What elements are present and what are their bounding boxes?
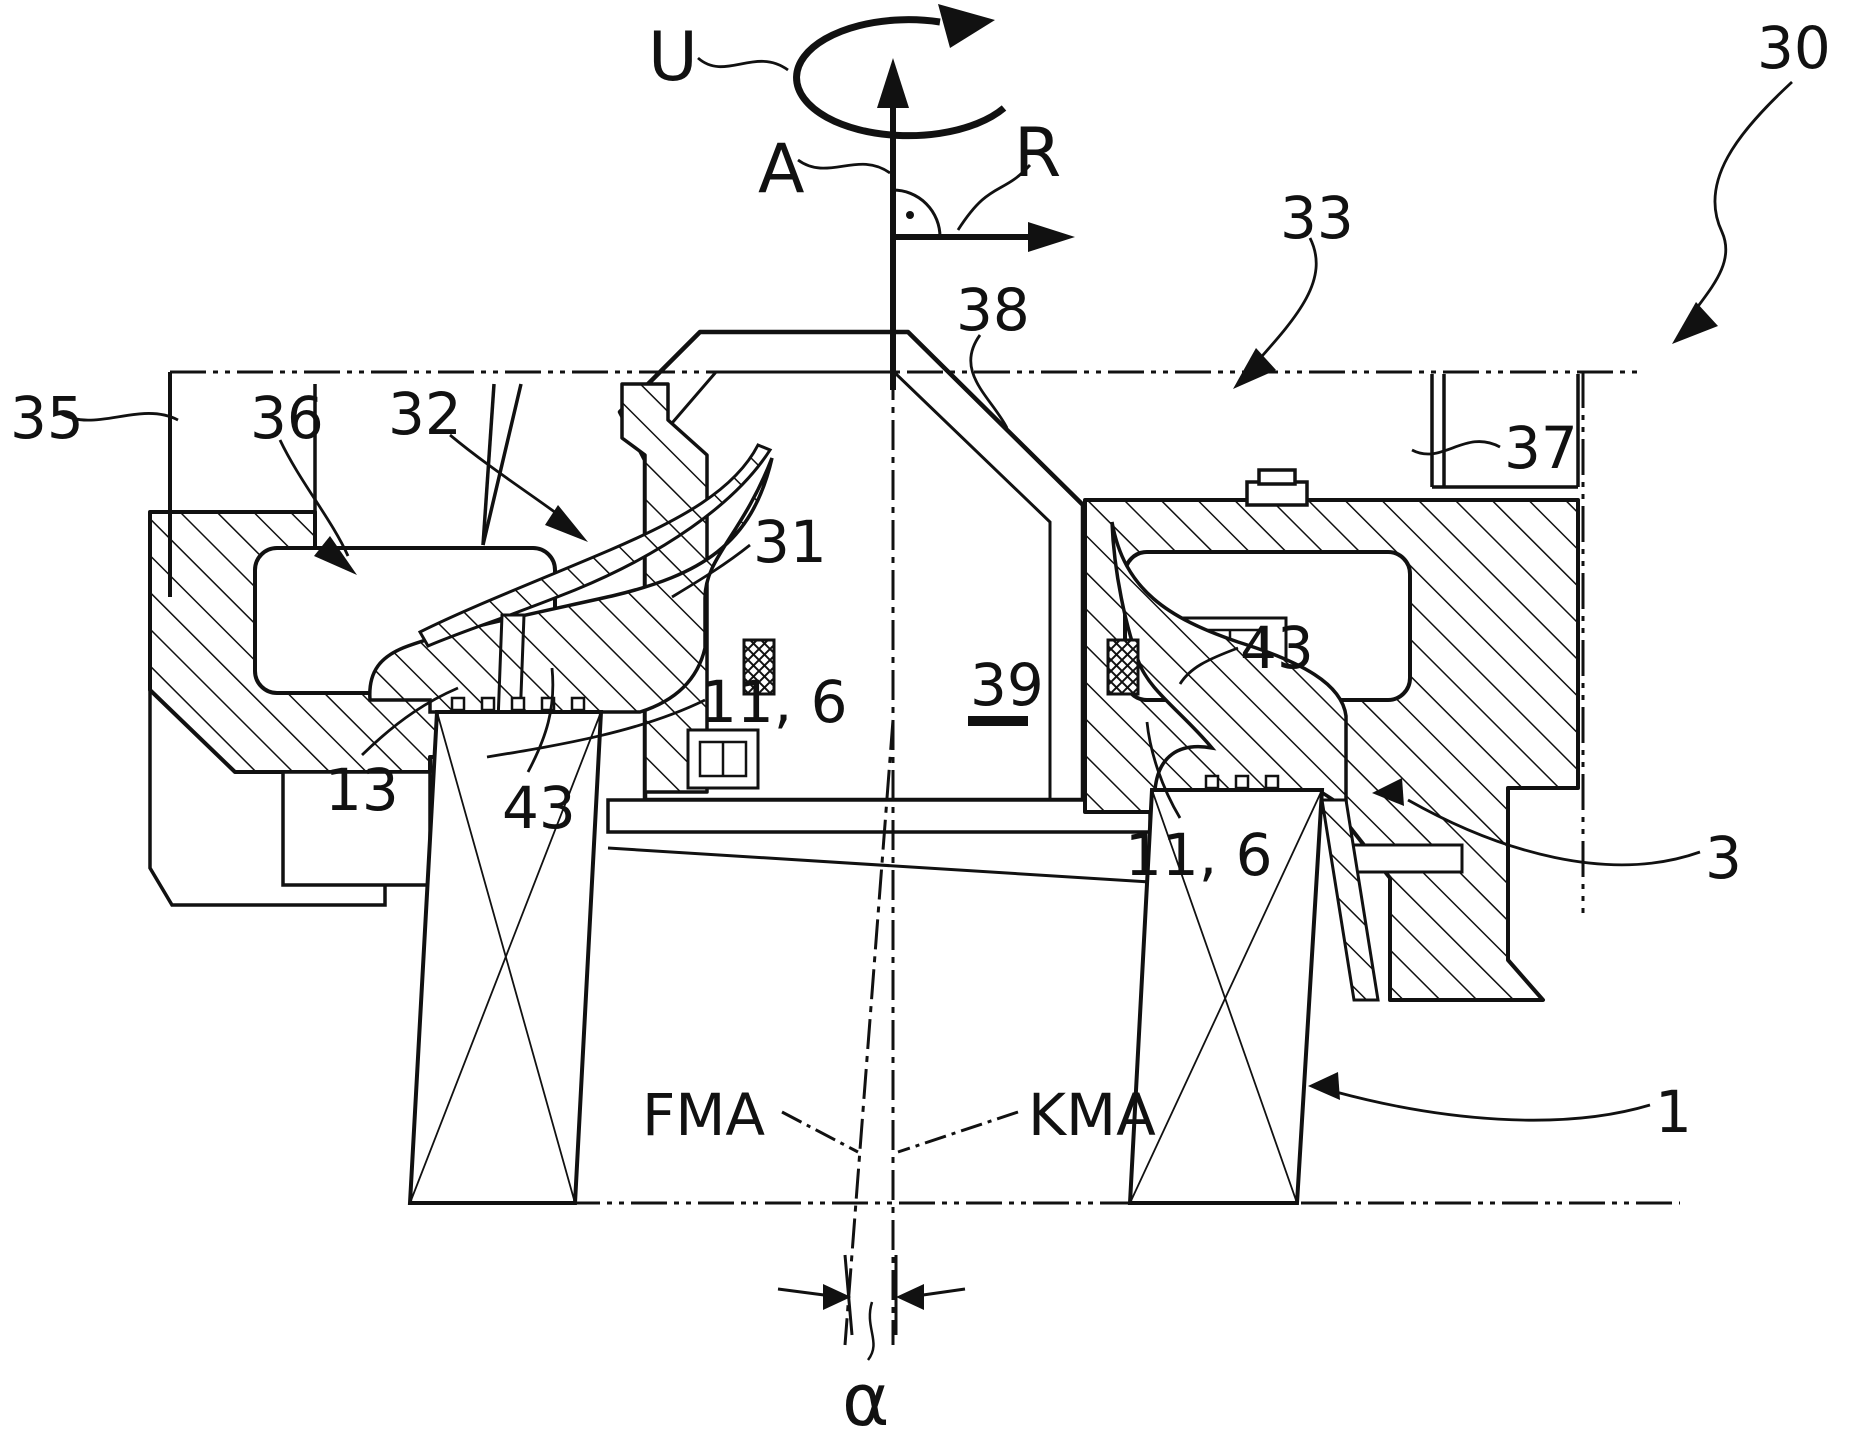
leader-r <box>956 164 1032 231</box>
label-a: A <box>758 130 805 209</box>
label-33: 33 <box>1280 184 1354 252</box>
label-36: 36 <box>250 384 324 452</box>
leader-30 <box>1680 80 1793 331</box>
leader-1 <box>1335 1090 1651 1122</box>
seal-left <box>742 638 776 696</box>
label-37: 37 <box>1504 414 1578 482</box>
phantom-lines <box>170 370 1680 1205</box>
label-38: 38 <box>956 276 1030 344</box>
label-13: 13 <box>325 756 399 824</box>
axis-arrow-a <box>877 58 909 390</box>
latch-left <box>686 728 760 790</box>
housing-right-outer-box <box>1430 374 1580 489</box>
seal-right <box>1106 638 1140 696</box>
label-31: 31 <box>753 508 827 576</box>
label-kma: KMA <box>1028 1081 1156 1149</box>
label-alpha: α <box>842 1358 889 1432</box>
leader-31 <box>671 543 751 599</box>
leader-38 <box>969 334 1009 429</box>
label-30: 30 <box>1757 14 1831 82</box>
leader-43-left <box>526 667 555 773</box>
arrowhead-3 <box>1372 778 1404 806</box>
label-39: 39 <box>970 651 1044 719</box>
arrowhead-36 <box>314 536 357 575</box>
label-fma: FMA <box>642 1081 765 1149</box>
centerlines <box>843 270 895 1346</box>
label-r: R <box>1014 114 1061 193</box>
angle-dimension <box>777 1254 966 1361</box>
label-43-left: 43 <box>502 774 576 842</box>
arrowhead-30 <box>1672 302 1718 344</box>
leader-u <box>697 56 789 72</box>
leader-35 <box>59 411 179 422</box>
label-3: 3 <box>1705 824 1742 892</box>
label-1: 1 <box>1655 1078 1692 1146</box>
rotor-bottom-plate <box>606 798 1152 884</box>
arrowhead-32 <box>545 505 588 542</box>
leader-37 <box>1411 440 1501 456</box>
blade-32 <box>417 443 773 648</box>
motor-winding-left <box>407 710 604 1205</box>
leader-43-right <box>1178 646 1239 685</box>
leader-11-6-left <box>486 698 706 759</box>
leader-13 <box>361 686 459 757</box>
label-32: 32 <box>388 380 462 448</box>
centerline-fma <box>843 719 895 1346</box>
label-11-6-right: 11, 6 <box>1125 821 1273 889</box>
label-39-underline <box>968 716 1028 726</box>
leader-33 <box>1246 237 1318 373</box>
leader-36 <box>278 439 350 557</box>
motor-winding-right <box>1127 788 1325 1205</box>
label-u: U <box>648 18 698 97</box>
leader-32 <box>449 433 569 524</box>
arrowhead-1 <box>1308 1072 1340 1100</box>
leader-11-6-right <box>1145 721 1182 819</box>
skirt-right <box>1320 798 1380 1002</box>
label-35: 35 <box>10 384 84 452</box>
radial-arrow-r <box>892 188 1075 252</box>
label-11-6-left: 11, 6 <box>700 668 848 736</box>
leader-a <box>797 158 891 175</box>
leader-arrowheads <box>314 302 1718 1100</box>
arrowhead-33 <box>1233 348 1276 389</box>
leader-3 <box>1407 798 1701 867</box>
centerline-label-leaders <box>781 1110 1019 1154</box>
rotation-symbol-u <box>793 4 1007 140</box>
label-43-right: 43 <box>1240 614 1314 682</box>
impeller-hub-left <box>368 457 774 714</box>
